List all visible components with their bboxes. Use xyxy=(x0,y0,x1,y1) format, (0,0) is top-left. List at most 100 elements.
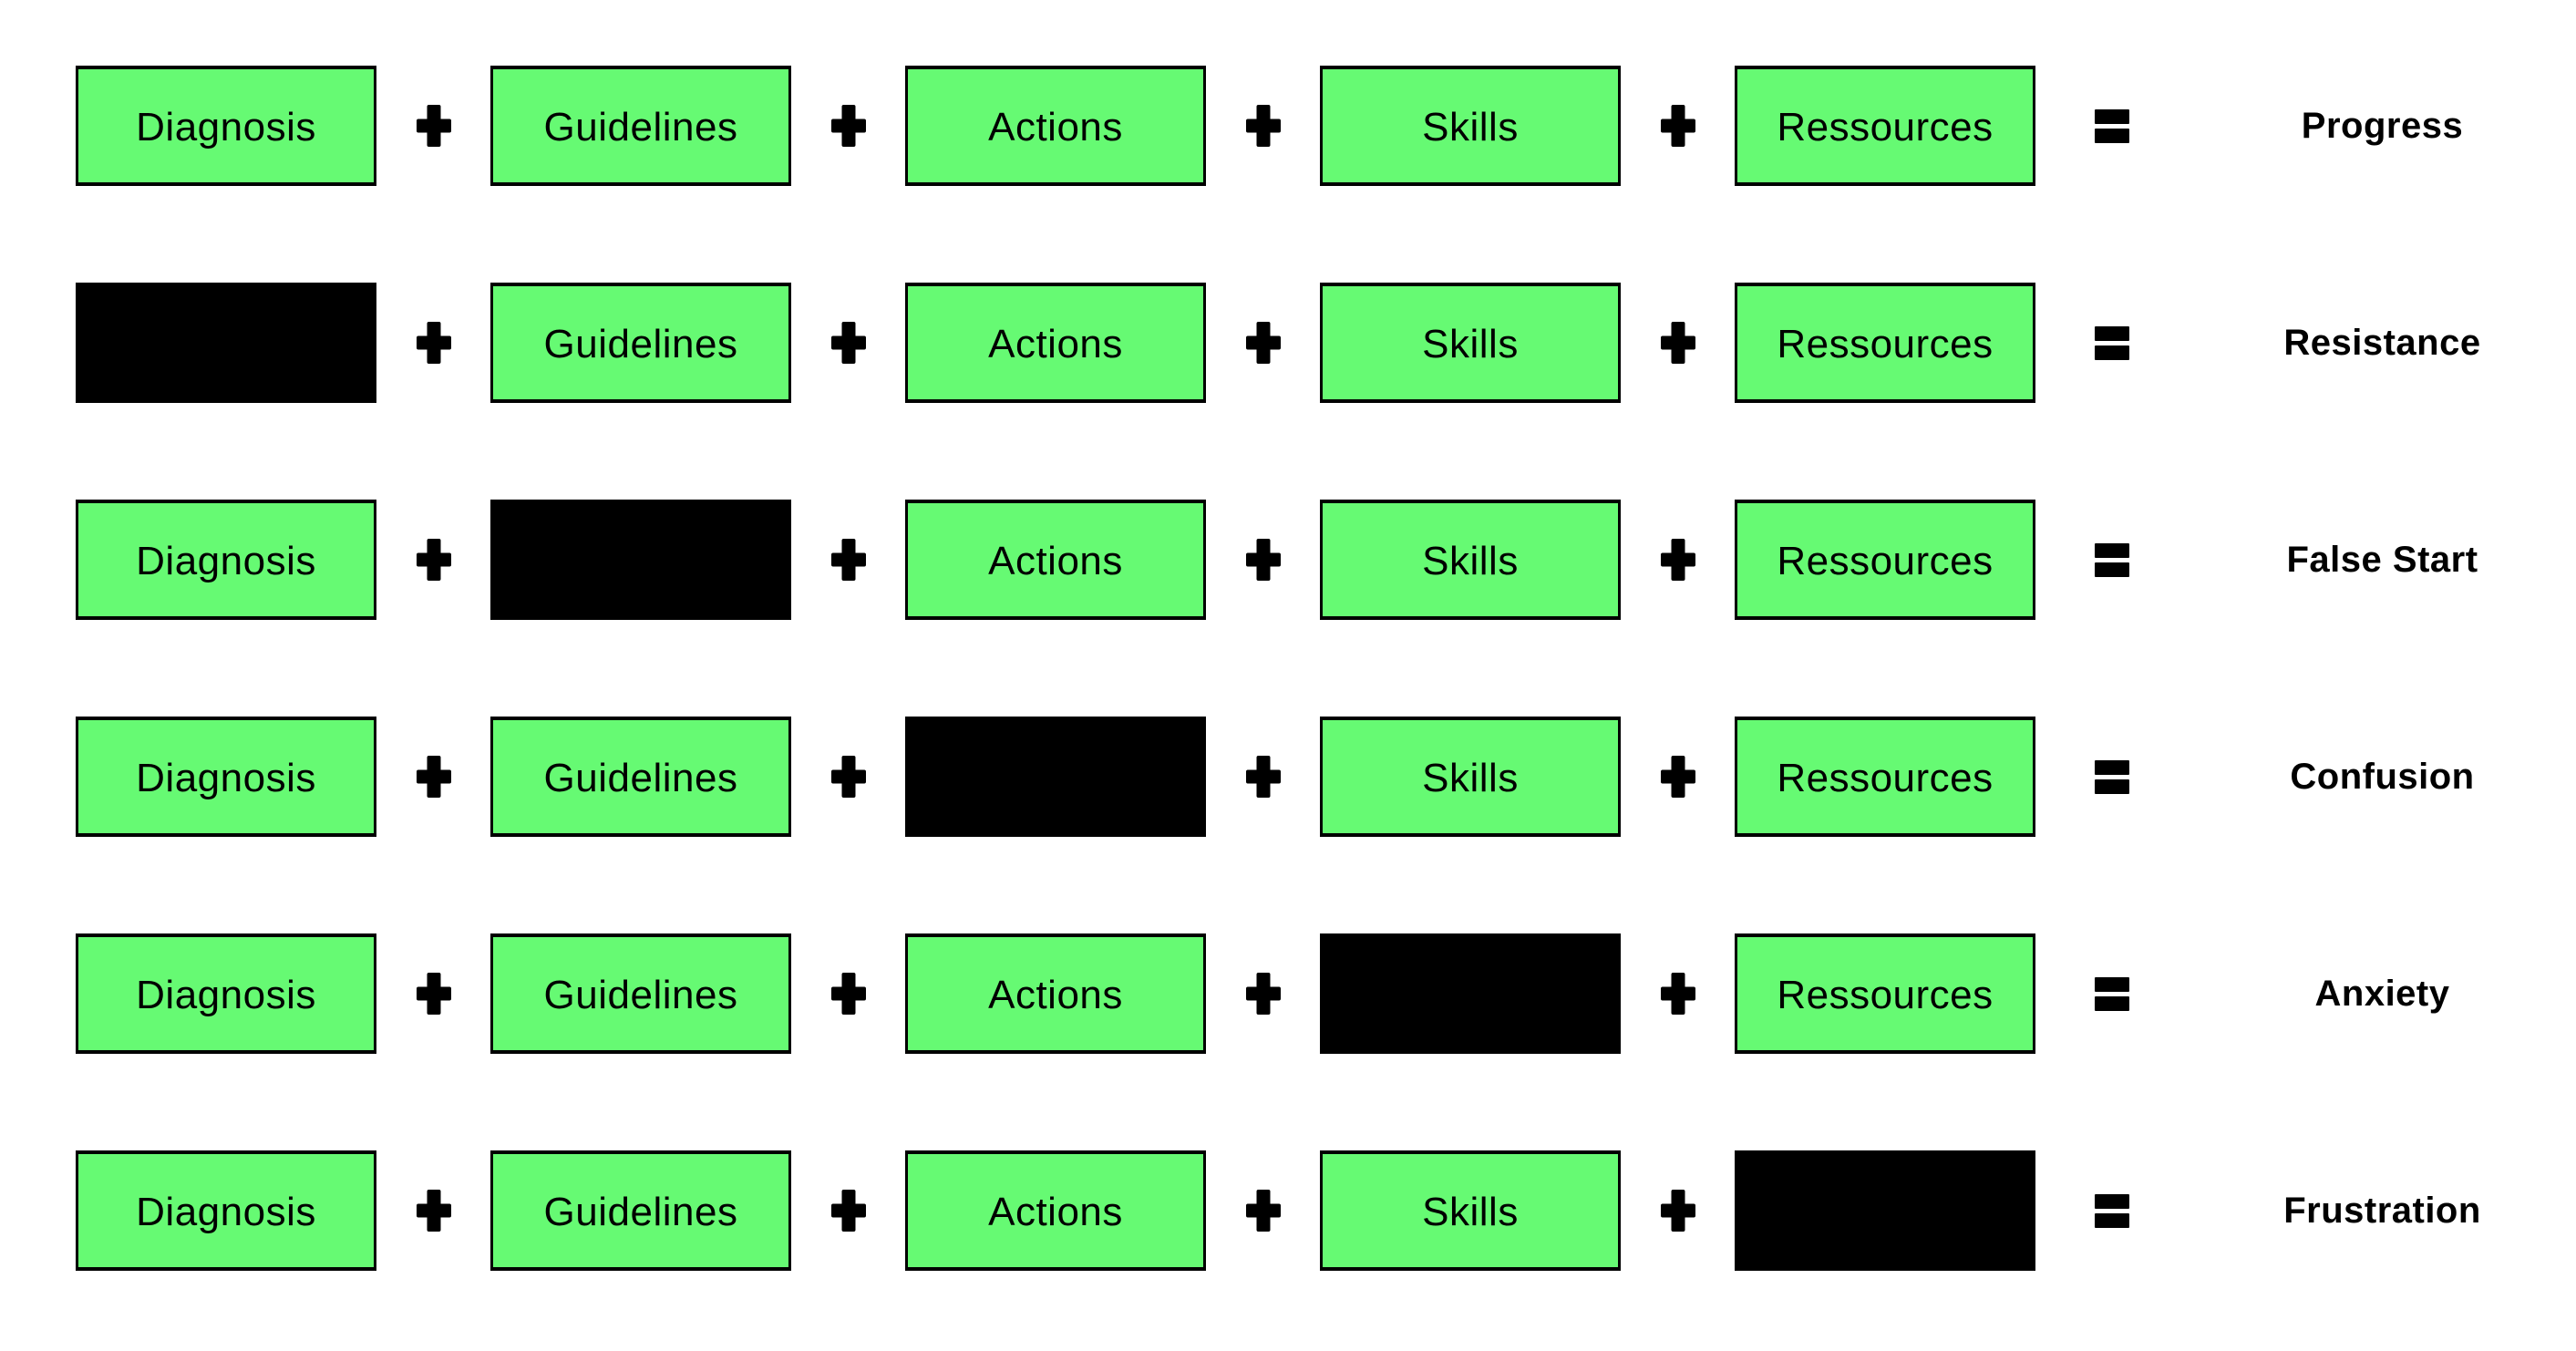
cell-skills: Skills xyxy=(1320,66,1621,186)
plus-icon xyxy=(417,973,451,1015)
cell-actions-missing xyxy=(905,717,1206,837)
plus-zone xyxy=(791,66,905,186)
result-label: Confusion xyxy=(2290,757,2475,797)
cell-label: Ressources xyxy=(1777,105,1994,150)
row-false-start: Diagnosis Actions Skills Ressources Fals… xyxy=(76,500,2576,620)
cell-label: Skills xyxy=(1422,756,1519,800)
plus-zone xyxy=(1621,717,1735,837)
cell-skills-missing xyxy=(1320,933,1621,1054)
cell-actions: Actions xyxy=(905,1150,1206,1271)
plus-zone xyxy=(1206,933,1320,1054)
plus-zone xyxy=(376,717,490,837)
equals-icon xyxy=(2095,976,2129,1011)
plus-icon xyxy=(1661,1190,1695,1232)
cell-actions: Actions xyxy=(905,500,1206,620)
cell-skills: Skills xyxy=(1320,717,1621,837)
cell-label: Actions xyxy=(988,539,1123,583)
cell-label: Skills xyxy=(1422,1190,1519,1234)
plus-zone xyxy=(1206,717,1320,837)
cell-guidelines: Guidelines xyxy=(490,1150,791,1271)
plus-zone xyxy=(791,500,905,620)
plus-zone xyxy=(791,933,905,1054)
cell-label: Ressources xyxy=(1777,973,1994,1017)
cell-label: Actions xyxy=(988,322,1123,366)
cell-diagnosis: Diagnosis xyxy=(76,500,376,620)
result-zone: False Start xyxy=(2189,541,2576,578)
cell-label: Skills xyxy=(1422,539,1519,583)
equals-icon xyxy=(2095,108,2129,143)
cell-ressources: Ressources xyxy=(1735,717,2035,837)
equals-zone xyxy=(2035,283,2189,403)
cell-label: Diagnosis xyxy=(136,973,316,1017)
result-label: False Start xyxy=(2286,540,2478,580)
plus-zone xyxy=(1621,283,1735,403)
plus-zone xyxy=(1621,933,1735,1054)
plus-zone xyxy=(376,500,490,620)
plus-icon xyxy=(831,756,866,798)
cell-label: Skills xyxy=(1422,105,1519,150)
equals-zone xyxy=(2035,717,2189,837)
plus-zone xyxy=(1206,500,1320,620)
plus-icon xyxy=(417,322,451,364)
equals-icon xyxy=(2095,759,2129,794)
equals-zone xyxy=(2035,933,2189,1054)
cell-ressources: Ressources xyxy=(1735,66,2035,186)
plus-zone xyxy=(791,283,905,403)
cell-guidelines: Guidelines xyxy=(490,66,791,186)
cell-guidelines: Guidelines xyxy=(490,933,791,1054)
plus-zone xyxy=(376,66,490,186)
plus-zone xyxy=(376,283,490,403)
row-resistance: Guidelines Actions Skills Ressources Res… xyxy=(76,283,2576,403)
plus-icon xyxy=(1246,973,1281,1015)
row-frustration: Diagnosis Guidelines Actions Skills Frus… xyxy=(76,1150,2576,1271)
cell-skills: Skills xyxy=(1320,500,1621,620)
plus-zone xyxy=(1206,66,1320,186)
result-zone: Progress xyxy=(2189,108,2576,144)
result-zone: Confusion xyxy=(2189,758,2576,795)
cell-skills: Skills xyxy=(1320,1150,1621,1271)
plus-icon xyxy=(1661,756,1695,798)
plus-icon xyxy=(831,539,866,581)
plus-zone xyxy=(791,717,905,837)
plus-zone xyxy=(1621,500,1735,620)
equals-icon xyxy=(2095,325,2129,360)
row-anxiety: Diagnosis Guidelines Actions Ressources … xyxy=(76,933,2576,1054)
equals-zone xyxy=(2035,66,2189,186)
cell-label: Guidelines xyxy=(543,105,738,150)
row-progress: Diagnosis Guidelines Actions Skills Ress… xyxy=(76,66,2576,186)
plus-icon xyxy=(417,539,451,581)
equals-zone xyxy=(2035,1150,2189,1271)
plus-icon xyxy=(1661,973,1695,1015)
result-label: Frustration xyxy=(2283,1191,2481,1231)
plus-icon xyxy=(1661,539,1695,581)
plus-icon xyxy=(831,322,866,364)
plus-zone xyxy=(1206,1150,1320,1271)
plus-icon xyxy=(1661,322,1695,364)
result-label: Progress xyxy=(2301,106,2464,146)
cell-label: Diagnosis xyxy=(136,1190,316,1234)
cell-ressources-missing xyxy=(1735,1150,2035,1271)
cell-diagnosis: Diagnosis xyxy=(76,717,376,837)
cell-label: Diagnosis xyxy=(136,756,316,800)
plus-icon xyxy=(417,756,451,798)
result-zone: Frustration xyxy=(2189,1192,2576,1229)
cell-label: Diagnosis xyxy=(136,105,316,150)
cell-guidelines-missing xyxy=(490,500,791,620)
cell-label: Ressources xyxy=(1777,539,1994,583)
plus-icon xyxy=(1246,1190,1281,1232)
equals-icon xyxy=(2095,1193,2129,1228)
cell-actions: Actions xyxy=(905,933,1206,1054)
cell-label: Diagnosis xyxy=(136,539,316,583)
plus-zone xyxy=(791,1150,905,1271)
cell-ressources: Ressources xyxy=(1735,500,2035,620)
cell-label: Actions xyxy=(988,105,1123,150)
row-confusion: Diagnosis Guidelines Skills Ressources C… xyxy=(76,717,2576,837)
cell-diagnosis: Diagnosis xyxy=(76,1150,376,1271)
equals-icon xyxy=(2095,542,2129,577)
cell-label: Ressources xyxy=(1777,756,1994,800)
plus-zone xyxy=(376,933,490,1054)
cell-label: Ressources xyxy=(1777,322,1994,366)
cell-label: Actions xyxy=(988,1190,1123,1234)
plus-zone xyxy=(1206,283,1320,403)
cell-skills: Skills xyxy=(1320,283,1621,403)
